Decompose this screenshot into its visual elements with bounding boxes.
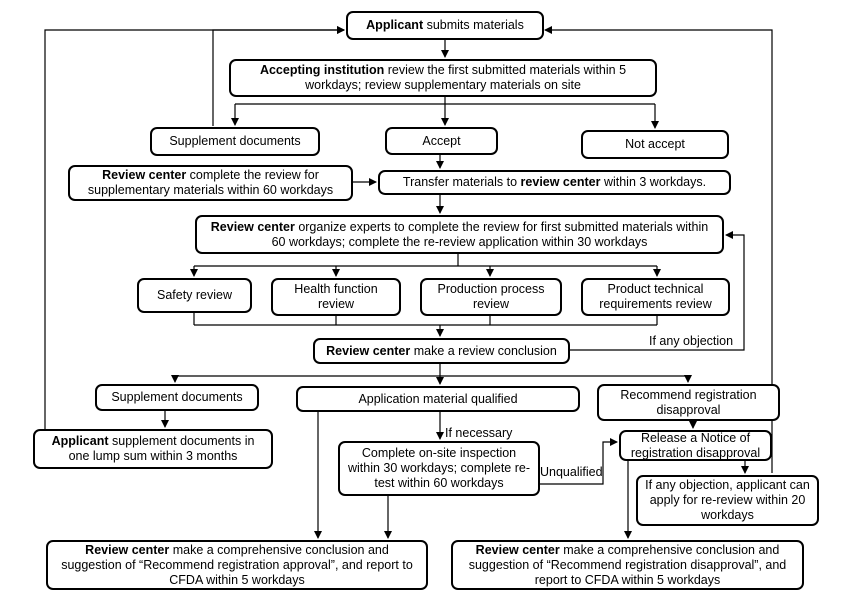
- comprehensive-disapproval-text: Review center make a comprehensive concl…: [468, 542, 787, 587]
- accept-label: Accept: [422, 133, 461, 148]
- release-notice-box: Release a Notice of registration disappr…: [619, 430, 772, 461]
- review-conclusion-text: Review center make a review conclusion: [326, 343, 557, 358]
- review-conclusion-box: Review center make a review conclusion: [313, 338, 570, 364]
- product-technical-review-box: Product technical requirements review: [581, 278, 730, 316]
- application-qualified-box: Application material qualified: [296, 386, 580, 412]
- applicant-submits-box: Applicant submits materials: [346, 11, 544, 40]
- accepting-institution-box: Accepting institution review the first s…: [229, 59, 657, 97]
- review-center-organize-box: Review center organize experts to comple…: [195, 215, 724, 254]
- product-technical-review-label: Product technical requirements review: [599, 282, 712, 311]
- comprehensive-disapproval-box: Review center make a comprehensive concl…: [451, 540, 804, 590]
- transfer-text: Transfer materials to review center with…: [402, 175, 707, 189]
- applicant-supplement-box: Applicant supplement documents in one lu…: [33, 429, 273, 469]
- objection-rereview-label: If any objection, applicant can apply fo…: [645, 478, 810, 522]
- accepting-institution-text: Accepting institution review the first s…: [259, 63, 627, 92]
- safety-review-label: Safety review: [156, 288, 233, 302]
- applicant-submits-text: Applicant submits materials: [366, 18, 524, 32]
- accept-box: Accept: [385, 127, 498, 155]
- review-center-supplementary-box: Review center complete the review for su…: [68, 165, 353, 201]
- review-center-supplementary-text: Review center complete the review for su…: [87, 168, 334, 197]
- if-any-objection-label: If any objection: [649, 334, 734, 348]
- applicant-supplement-text: Applicant supplement documents in one lu…: [51, 434, 255, 463]
- health-function-review-box: Health function review: [271, 278, 401, 316]
- supplement-documents-mid-box: Supplement documents: [95, 384, 259, 411]
- supplement-documents-top-label: Supplement documents: [169, 134, 301, 148]
- transfer-box: Transfer materials to review center with…: [378, 170, 731, 195]
- supplement-documents-top-box: Supplement documents: [150, 127, 320, 156]
- health-function-review-label: Health function review: [294, 282, 378, 311]
- production-process-review-label: Production process review: [437, 282, 545, 311]
- comprehensive-approval-text: Review center make a comprehensive concl…: [61, 542, 413, 587]
- not-accept-label: Not accept: [625, 137, 685, 151]
- supplement-documents-mid-label: Supplement documents: [111, 390, 243, 404]
- onsite-inspection-label: Complete on-site inspection within 30 wo…: [347, 446, 531, 490]
- safety-review-box: Safety review: [137, 278, 252, 313]
- recommend-disapproval-box: Recommend registration disapproval: [597, 384, 780, 421]
- production-process-review-box: Production process review: [420, 278, 562, 316]
- if-necessary-label: If necessary: [445, 426, 513, 440]
- release-notice-label: Release a Notice of registration disappr…: [630, 430, 761, 460]
- not-accept-box: Not accept: [581, 130, 729, 159]
- recommend-disapproval-label: Recommend registration disapproval: [620, 387, 757, 417]
- application-qualified-label: Application material qualified: [358, 391, 518, 406]
- objection-rereview-box: If any objection, applicant can apply fo…: [636, 475, 819, 526]
- onsite-inspection-box: Complete on-site inspection within 30 wo…: [338, 441, 540, 496]
- review-center-organize-text: Review center organize experts to comple…: [210, 219, 709, 249]
- comprehensive-approval-box: Review center make a comprehensive concl…: [46, 540, 428, 590]
- unqualified-label: Unqualified: [540, 465, 603, 479]
